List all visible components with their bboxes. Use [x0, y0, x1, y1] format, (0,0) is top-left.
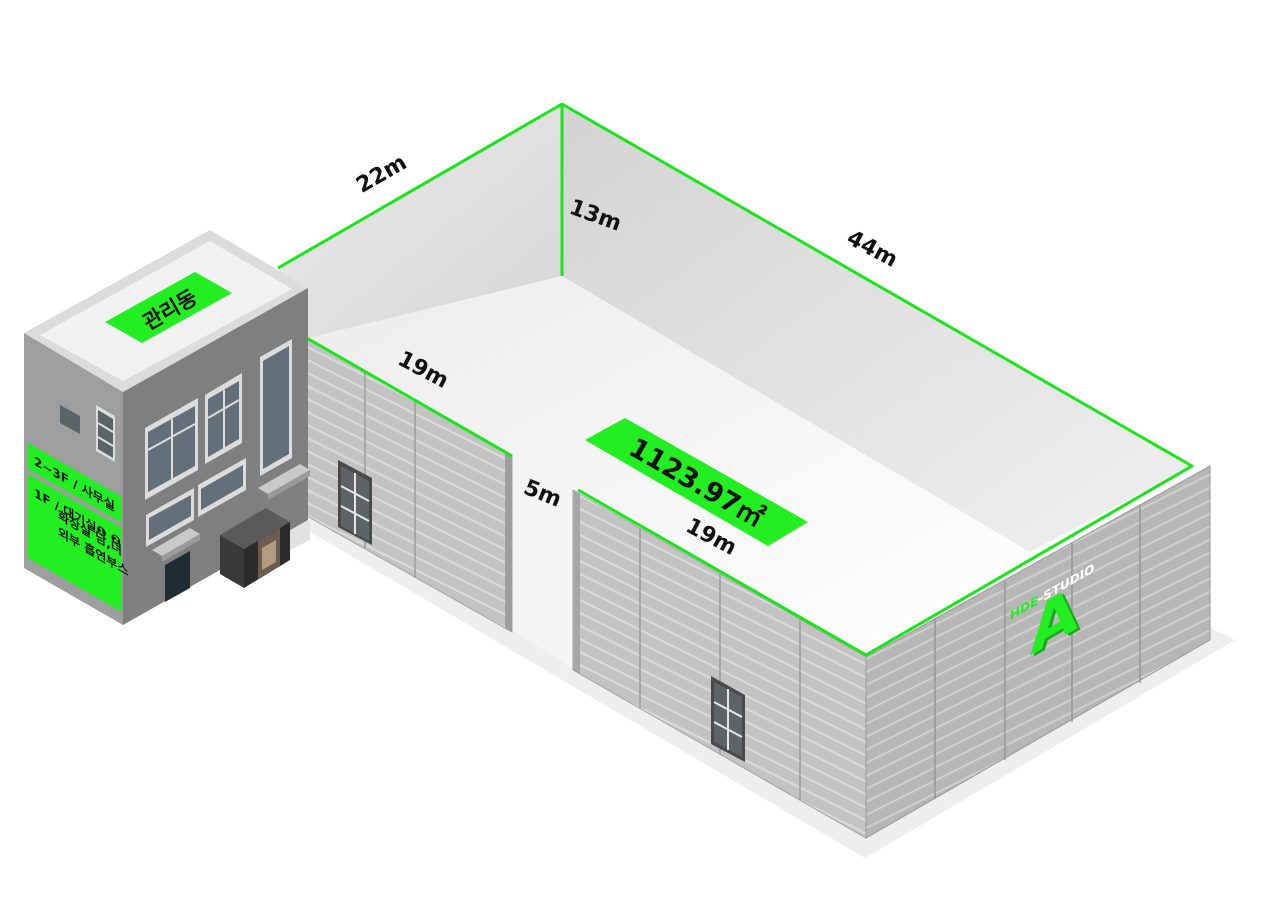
- dim-left-wall: 22m: [352, 150, 411, 198]
- smoking-booth-roof: [220, 508, 290, 549]
- floor-info-panel: 2~3F / 사무실 1F / 대기실❶ ❷ 화장실 남,녀 외부 흡연부스: [28, 443, 128, 612]
- ground-footprint: [290, 505, 1235, 858]
- studio-outline: [277, 102, 1194, 657]
- entrance-floor: [512, 455, 578, 672]
- window-front-wall: [711, 676, 745, 762]
- outer-outline: [277, 102, 1194, 657]
- front-wall-left-face: [572, 489, 867, 839]
- back-left-wall: [278, 104, 562, 340]
- back-right-wall: [562, 104, 1192, 552]
- dim-right-wall: 44m: [843, 226, 902, 273]
- studio-interior: [278, 104, 1192, 672]
- window-left-wall: [338, 460, 372, 545]
- inner-outline: [304, 335, 513, 458]
- front-wall-right-face: [865, 465, 1211, 839]
